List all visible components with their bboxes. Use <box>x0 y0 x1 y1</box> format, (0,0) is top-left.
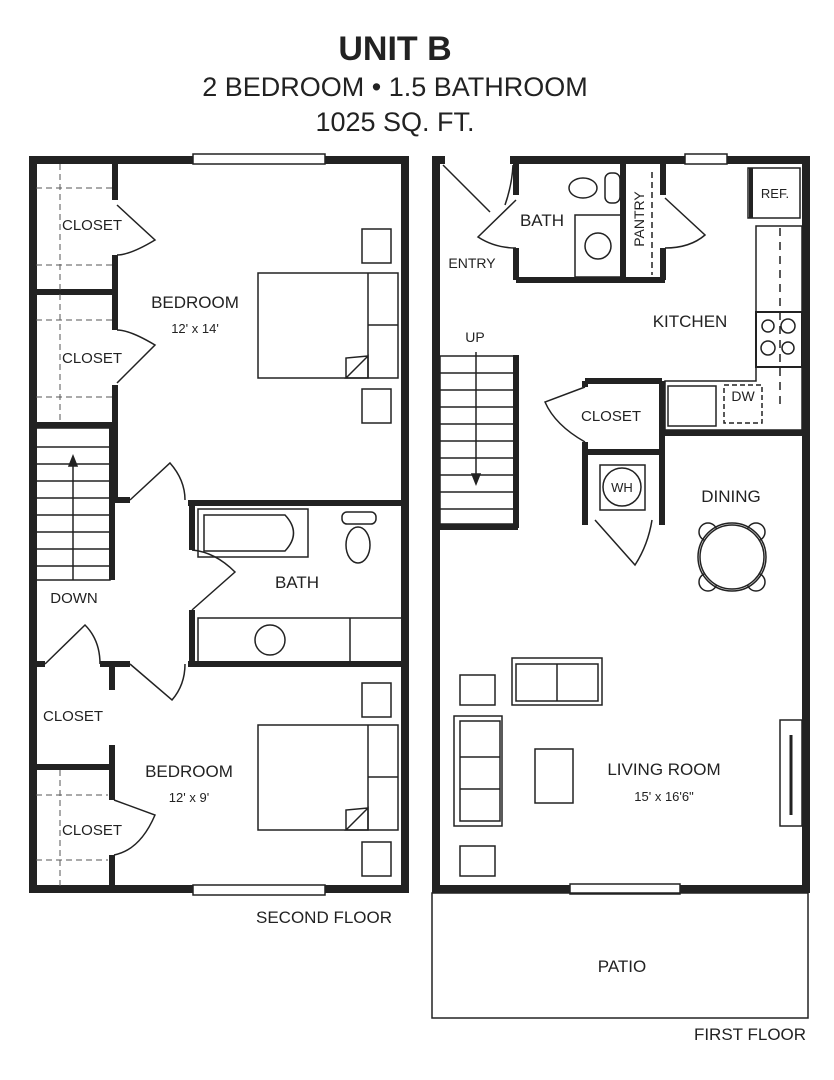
sink-icon <box>584 232 612 260</box>
patio-door <box>569 883 681 895</box>
bedroom-dimensions: 12' x 14' <box>171 321 219 336</box>
bedroom-dimensions: 12' x 9' <box>168 790 210 805</box>
living-room-dimensions: 15' x 16'6" <box>634 789 694 804</box>
interior-walls <box>33 160 405 889</box>
living-room-label: LIVING ROOM <box>607 760 721 779</box>
closet-label: CLOSET <box>42 708 104 725</box>
dining-label: DINING <box>701 487 761 506</box>
window <box>684 153 728 165</box>
bath-label: BATH <box>274 573 320 592</box>
doors <box>442 164 803 827</box>
refrigerator <box>747 167 801 219</box>
stove <box>755 311 803 368</box>
coffee-table <box>534 748 574 804</box>
stairs <box>439 352 515 525</box>
unit-subtitle: 2 BEDROOM • 1.5 BATHROOM <box>202 72 588 102</box>
water-heater-icon <box>599 464 646 511</box>
window <box>192 153 326 165</box>
toilet-icon <box>568 177 598 199</box>
living-furniture <box>453 657 603 877</box>
sofa <box>511 657 603 706</box>
patio-area <box>431 892 809 1019</box>
dishwasher <box>723 384 763 424</box>
loveseat <box>453 715 503 827</box>
doors <box>44 204 237 856</box>
dining-table <box>697 522 767 592</box>
half-bath-fixtures <box>568 172 653 278</box>
bedroom-label: BEDROOM <box>145 762 233 781</box>
first-floor-plan <box>431 153 810 1019</box>
bath-label: BATH <box>519 211 565 230</box>
kitchen-sink <box>667 385 717 427</box>
toilet-icon <box>345 526 371 564</box>
closet-label: CLOSET <box>61 217 123 234</box>
nightstand <box>361 682 392 718</box>
refrigerator-label: REF. <box>760 186 790 201</box>
unit-area: 1025 SQ. FT. <box>315 107 475 137</box>
nightstand <box>361 388 392 424</box>
entry-label: ENTRY <box>448 255 496 271</box>
stairs <box>35 427 111 581</box>
armchair <box>459 845 496 877</box>
window <box>779 719 803 827</box>
stairs-label: UP <box>465 329 485 345</box>
bedroom-label: BEDROOM <box>151 293 239 312</box>
bath-fixtures <box>197 508 403 663</box>
interior-walls <box>440 160 806 530</box>
closet-label: CLOSET <box>61 350 123 367</box>
armchair <box>459 674 496 706</box>
kitchen-label: KITCHEN <box>652 312 728 331</box>
window <box>192 884 326 896</box>
bathtub <box>197 508 309 558</box>
water-heater-label: WH <box>611 480 633 495</box>
nightstand <box>361 841 392 877</box>
sink-icon <box>254 624 286 656</box>
patio-label: PATIO <box>597 957 647 976</box>
second-floor-plan <box>29 153 409 896</box>
vanity <box>197 617 403 663</box>
bedroom-furniture <box>257 228 399 877</box>
nightstand <box>361 228 392 264</box>
stairs-label: DOWN <box>50 590 98 607</box>
vanity <box>574 214 622 278</box>
closet-label: CLOSET <box>61 822 123 839</box>
dishwasher-label: DW <box>731 388 755 404</box>
closet-shelves <box>36 164 112 886</box>
closet-label: CLOSET <box>580 408 642 425</box>
floor-label: FIRST FLOOR <box>693 1025 807 1044</box>
kitchen-fixtures <box>664 167 803 431</box>
floor-label: SECOND FLOOR <box>255 908 393 927</box>
pantry-label: PANTRY <box>631 191 647 247</box>
unit-title: UNIT B <box>338 30 452 68</box>
